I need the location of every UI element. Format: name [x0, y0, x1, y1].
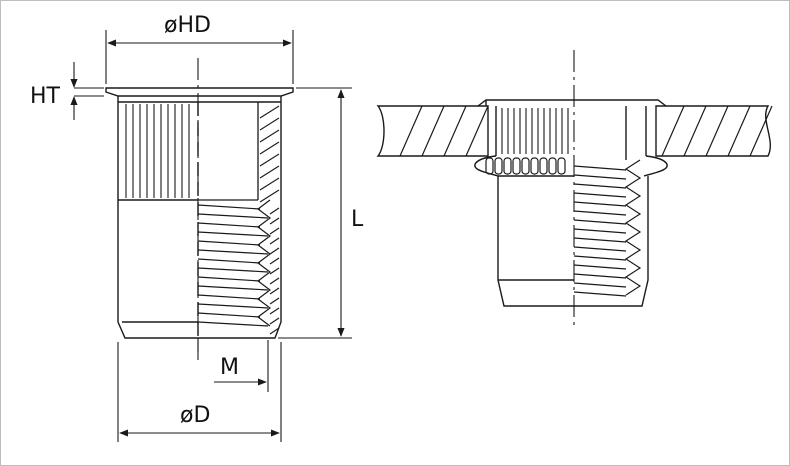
installed-thread-lines [573, 159, 642, 297]
label-hd: øHD [164, 13, 211, 38]
thread-line [197, 312, 261, 318]
hatch-line [269, 287, 280, 295]
thread-line [573, 219, 627, 225]
bulge-right [643, 155, 668, 177]
thread-section [198, 102, 259, 201]
hatch-line [259, 141, 280, 155]
hatch-line [259, 165, 280, 179]
plate-hatch-line [749, 105, 773, 157]
body-outline [117, 102, 282, 339]
hatch-line [269, 207, 280, 215]
thread-line [573, 255, 627, 261]
hatch-line [269, 257, 280, 265]
thread-line [197, 258, 261, 264]
hatch-line [269, 297, 280, 305]
thread-line [573, 237, 627, 243]
thread-line [573, 210, 627, 216]
thread-line [197, 249, 269, 255]
installed-flange [477, 99, 667, 107]
thread-line [197, 222, 261, 228]
dimension-l [278, 87, 352, 339]
hatch-line [269, 217, 280, 225]
hatch-line [259, 189, 280, 203]
plate-hatch-line [465, 105, 489, 157]
bulge-rib [512, 157, 521, 175]
lower-body [497, 176, 649, 307]
thread-line [197, 321, 269, 327]
flange-head [105, 87, 294, 97]
hatch-line [269, 237, 280, 245]
label-d: øD [180, 403, 210, 428]
thread-line [573, 246, 627, 252]
bulge-ribs [485, 157, 566, 175]
thread-line [197, 240, 261, 246]
hatch-line [259, 153, 280, 167]
bulge-rib [530, 157, 539, 175]
thread-line [197, 213, 269, 219]
section-hatch [259, 105, 280, 335]
sheet-right [655, 105, 771, 157]
thread-line [573, 282, 627, 288]
hatch-line [259, 177, 280, 191]
bulge-rib [494, 157, 503, 175]
label-ht: HT [30, 84, 61, 109]
label-l: L [351, 207, 364, 232]
plate-hatch-line [443, 105, 467, 157]
label-m: M [220, 355, 239, 380]
rivet-nut-side-view [105, 87, 294, 339]
thread-line [573, 174, 627, 180]
plate-hatch-line [705, 105, 729, 157]
installed-knurl-lines [501, 108, 569, 154]
thread-line [573, 264, 627, 270]
bulge-rib [485, 157, 494, 175]
plate-hatch-line [683, 105, 707, 157]
hatch-line [259, 129, 280, 143]
hatch-line [269, 247, 280, 255]
thread-profile [624, 159, 642, 296]
hatch-line [269, 267, 280, 275]
thread-line [197, 231, 269, 237]
bulge-rib [503, 157, 512, 175]
dimension-ht [70, 62, 104, 120]
thread-line [573, 192, 627, 198]
thread-line [197, 276, 261, 282]
thread-line [573, 273, 627, 279]
thread-line [197, 285, 269, 291]
thread-line [573, 165, 627, 171]
thread-line [197, 204, 261, 210]
plate-hatch [399, 105, 773, 157]
hatch-line [269, 307, 280, 315]
thread-line [573, 183, 627, 189]
thread-line [197, 294, 261, 300]
bulge-rib [521, 157, 530, 175]
plate-hatch-line [421, 105, 445, 157]
dimension-hd [105, 30, 294, 84]
hatch-line [269, 327, 280, 335]
hatch-line [269, 317, 280, 325]
thread-line [197, 267, 269, 273]
plate-hatch-line [399, 105, 423, 157]
dimension-d [117, 342, 282, 442]
plate-hatch-line [727, 105, 751, 157]
thread-line [573, 201, 627, 207]
thread-lines [197, 199, 271, 327]
thread-line [197, 303, 269, 309]
bulge-rib [557, 157, 566, 175]
thread-line [573, 291, 627, 297]
plate-hatch-line [661, 105, 685, 157]
bulge-rib [539, 157, 548, 175]
hatch-line [269, 227, 280, 235]
hatch-line [269, 277, 280, 285]
thread-line [573, 228, 627, 234]
hatch-line [259, 105, 280, 119]
bulge-rib [548, 157, 557, 175]
installed-view [376, 99, 771, 307]
sheet-left [376, 105, 489, 157]
hatch-line [259, 117, 280, 131]
knurl-lines [125, 104, 190, 198]
